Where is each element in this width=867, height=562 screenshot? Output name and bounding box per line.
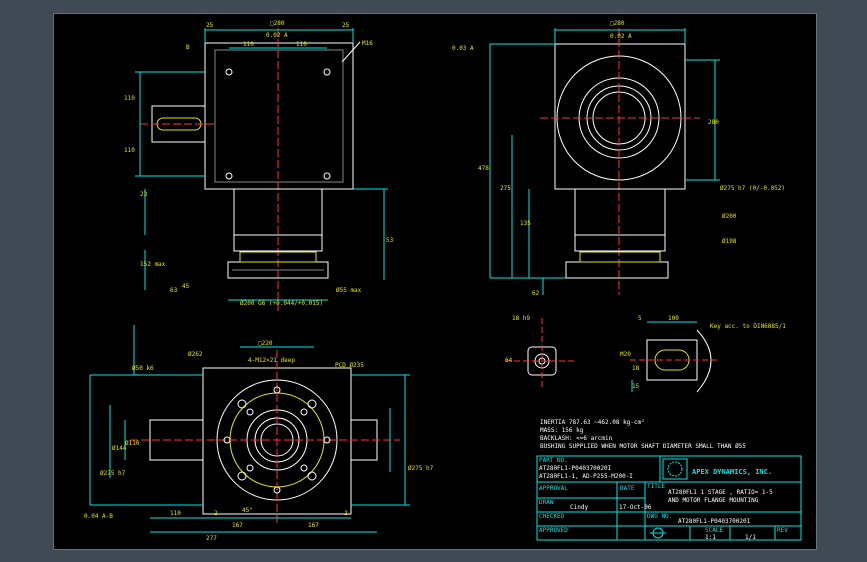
- spec-mass: MASS: 156 kg: [540, 427, 584, 434]
- dim-262: Ø262: [188, 351, 203, 358]
- dim-110a: 110: [243, 41, 254, 48]
- tb-title-2: AND MOTOR FLANGE MOUNTING: [668, 497, 759, 504]
- thread-label: M16: [362, 40, 373, 47]
- dim-277: 277: [206, 535, 217, 542]
- tb-title-1: AT280FL1 1 STAGE , RATIO= 1-5: [668, 489, 773, 496]
- tb-scale-value: 1:1: [705, 534, 716, 541]
- spec-inertia: INERTIA 787.63 ~462.08 kg-cm²: [540, 419, 645, 426]
- dim-25-left: 25: [206, 22, 214, 29]
- dim-64: 64: [505, 357, 513, 364]
- dim-15: 15: [632, 383, 640, 390]
- tb-checked: CHECKED: [539, 513, 565, 520]
- dim-198: Ø198: [722, 238, 737, 245]
- position-tol: 0.04 A-B: [84, 513, 113, 520]
- tb-approval: APPROVAL: [539, 485, 568, 492]
- tb-part-label: PART NO.: [539, 457, 568, 464]
- datum-b: B: [186, 44, 190, 51]
- flatness-top: 0.02 A: [266, 32, 288, 39]
- tb-company: APEX DYNAMICS, INC.: [692, 468, 772, 476]
- dim-v478: 478: [478, 165, 489, 172]
- tb-sheet-value: 1/1: [745, 534, 756, 541]
- dim-280-top: □280: [270, 20, 285, 27]
- dim-v135: 135: [520, 220, 531, 227]
- thread-m20: M20: [620, 351, 631, 358]
- tb-dwg-no: AT280FL1-P040370020I: [678, 518, 751, 525]
- dim-144: Ø144: [112, 445, 127, 452]
- tb-title-label: TITLE: [647, 483, 665, 490]
- dim-275-left: Ø275 h7: [100, 470, 126, 477]
- tb-dwg-label: DWG NO.: [647, 513, 672, 520]
- dim-v23: 23: [140, 191, 148, 198]
- tap-note: 4-M12×21 deep: [248, 357, 295, 364]
- dim-167a: 167: [232, 522, 243, 529]
- gearbox-body-side: [204, 42, 354, 190]
- dim-167b: 167: [308, 522, 319, 529]
- tb-draw-label: DRAW: [539, 499, 554, 506]
- dim-v110a: 110: [124, 95, 135, 102]
- dim-v53: 53: [386, 237, 394, 244]
- dim-v152: 152 max: [140, 261, 166, 268]
- tb-date-value: 17-Oct-06: [619, 504, 652, 511]
- spec-bushing: BUSHING SUPPLIED WHEN MOTOR SHAFT DIAMET…: [540, 443, 746, 450]
- dim-2b: 2: [344, 510, 348, 517]
- dim-100: 100: [668, 315, 679, 322]
- dim-110-bottom: 110: [170, 510, 181, 517]
- tb-scale-label: SCALE: [705, 527, 723, 534]
- dim-2a: 2: [214, 510, 218, 517]
- runout-tol: 0.03 A: [452, 45, 474, 52]
- key-note: Key acc. to DIN6885/1: [710, 323, 786, 330]
- dim-110-face: Ø110: [125, 440, 140, 447]
- dim-220: □220: [258, 340, 273, 347]
- dim-v280: 280: [708, 119, 719, 126]
- body-inner: [214, 49, 344, 183]
- tb-part-no-1: AT280FL1-P040370020I: [539, 465, 612, 472]
- dim-275h7: Ø275 h7 (0/-0.052): [720, 185, 785, 192]
- tb-date-label: DATE: [620, 485, 635, 492]
- company-logo: [662, 458, 688, 480]
- dim-v110b: 110: [124, 147, 135, 154]
- tb-rev-label: REV: [777, 527, 788, 534]
- dim-280-right: □280: [610, 20, 625, 27]
- tb-part-no-2: AT280FL1-1, AD-P255-M200-I: [539, 473, 633, 480]
- angle-45: 45°: [242, 507, 253, 514]
- dim-55max: Ø55 max: [336, 287, 362, 294]
- dim-50k6: Ø50 k6: [132, 365, 154, 372]
- tb-approved: APPROVED: [539, 527, 568, 534]
- dim-v275: 275: [500, 185, 511, 192]
- dim-18h9: 18 h9: [512, 315, 530, 322]
- dim-275-right: Ø275 h7: [408, 465, 434, 472]
- dim-v62: 62: [532, 290, 540, 297]
- dim-200: Ø200: [722, 213, 737, 220]
- gearbox-body-front: [554, 43, 686, 190]
- flatness-right: 0.02 A: [610, 33, 632, 40]
- tb-draw-name: Cindy: [570, 504, 588, 511]
- dim-v63: 63: [170, 287, 178, 294]
- dim-5: 5: [638, 315, 642, 322]
- dim-v45: 45: [182, 283, 190, 290]
- dim-18: 18: [632, 365, 640, 372]
- pcd-note: PCD Ø235: [335, 362, 364, 369]
- spec-backlash: BACKLASH: <=6 arcmin: [540, 435, 613, 442]
- dim-200g6: Ø200 G6 (+0.044/+0.015): [240, 300, 323, 307]
- dim-110b: 110: [296, 41, 307, 48]
- dim-25-right: 25: [342, 22, 350, 29]
